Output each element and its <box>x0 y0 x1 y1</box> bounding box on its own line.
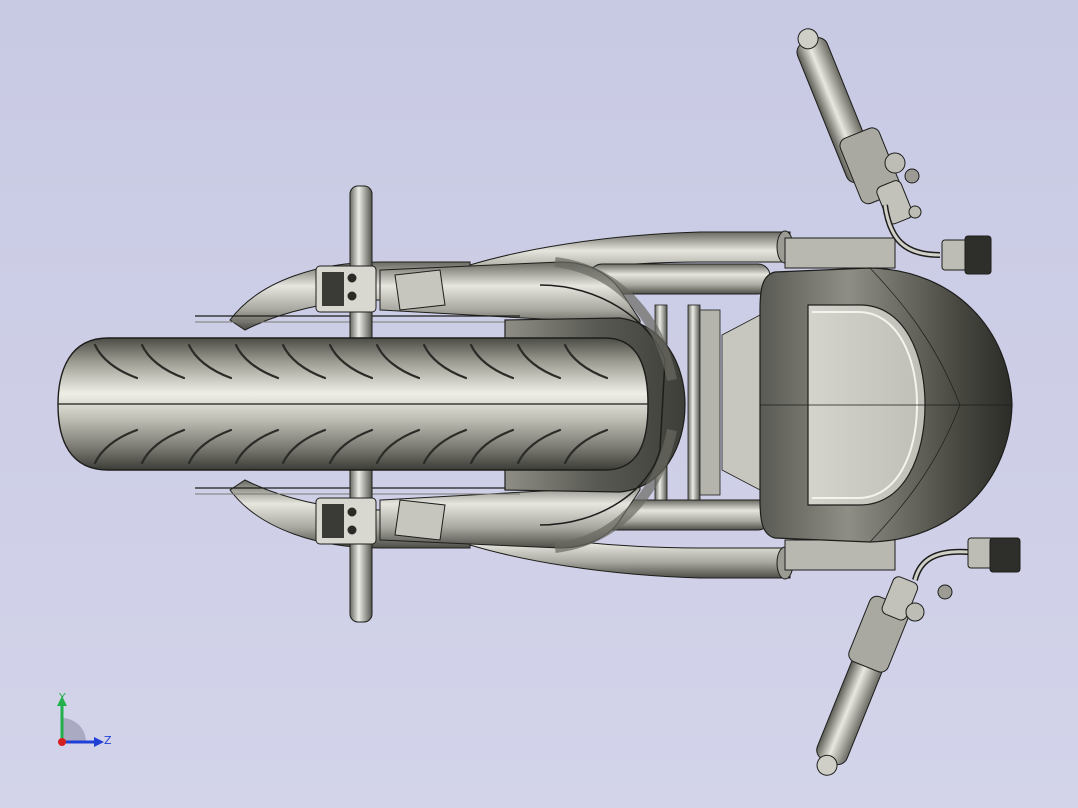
tread-groove <box>281 428 327 465</box>
lever-assembly-bottom <box>905 537 1021 622</box>
tread-groove <box>328 343 374 380</box>
tread-groove <box>375 428 421 465</box>
axis-triad: Y Z <box>57 691 112 747</box>
tread-groove <box>328 428 374 465</box>
tread-groove <box>422 343 468 380</box>
handlebar-left-grip <box>796 28 913 225</box>
tread-groove <box>422 428 468 465</box>
fork-assembly <box>195 185 641 623</box>
tread-groove <box>187 343 233 380</box>
tread-groove <box>516 343 562 380</box>
axis-z-label: Z <box>104 734 112 747</box>
tread-groove <box>234 343 280 380</box>
tread-groove <box>469 428 515 465</box>
tread-groove <box>563 343 609 380</box>
handlebar-right-grip <box>816 576 919 776</box>
tread-groove <box>281 343 327 380</box>
tread-groove <box>140 428 186 465</box>
tread-groove <box>187 428 233 465</box>
lever-assembly-top <box>882 152 992 275</box>
tread-groove <box>93 343 139 380</box>
tread-groove <box>469 343 515 380</box>
tread-groove <box>93 428 139 465</box>
axis-y-label: Y <box>58 691 66 704</box>
front-tire <box>57 337 649 471</box>
tread-groove <box>140 343 186 380</box>
frame-assembly <box>469 230 896 580</box>
tread-groove <box>234 428 280 465</box>
headlight-cowl <box>759 267 1013 543</box>
tread-groove <box>375 343 421 380</box>
tread-groove <box>563 428 609 465</box>
tread-groove <box>516 428 562 465</box>
